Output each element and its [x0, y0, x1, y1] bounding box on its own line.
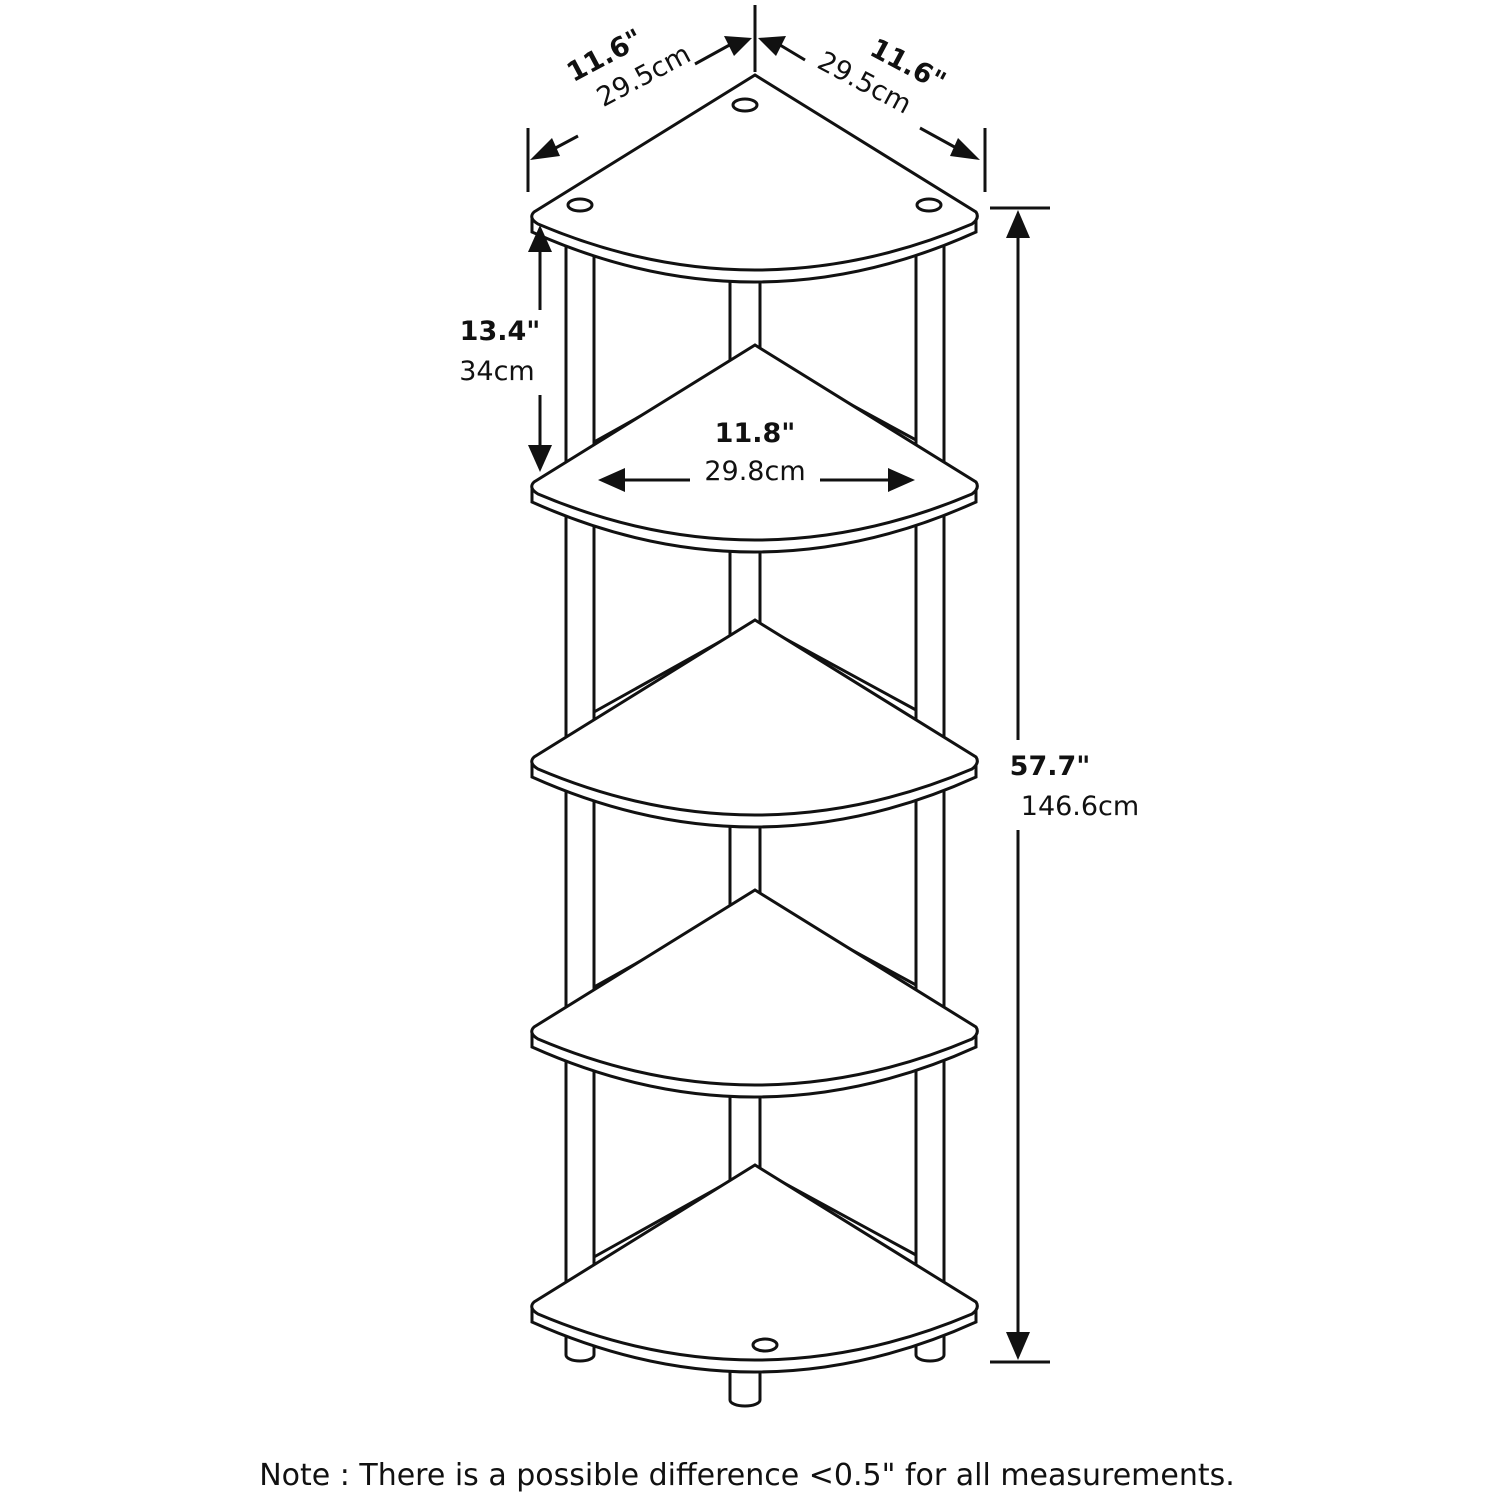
shelf-spacing-metric: 34cm [459, 356, 535, 387]
shelf-top [530, 1163, 979, 1362]
post-hole [731, 97, 759, 113]
corner-shelf-unit [530, 73, 979, 1408]
inner-width-imperial: 11.8" [715, 418, 796, 449]
measurement-note: Note : There is a possible difference <0… [259, 1458, 1235, 1493]
back-post [728, 1370, 762, 1408]
dimension-arrowheads [528, 36, 1030, 1360]
dimension-lines [526, 5, 1050, 1364]
post-hole [915, 197, 943, 213]
shelf-top [530, 618, 979, 817]
post-hole [566, 197, 594, 213]
shelf-top [530, 343, 979, 542]
total-height-imperial: 57.7" [1010, 751, 1091, 782]
post-hole [751, 1337, 779, 1353]
shelf-top [530, 888, 979, 1087]
inner-width-metric: 29.8cm [704, 456, 805, 487]
total-height-metric: 146.6cm [1021, 791, 1139, 822]
shelf-spacing-imperial: 13.4" [460, 316, 541, 347]
shelf-top [530, 73, 979, 272]
